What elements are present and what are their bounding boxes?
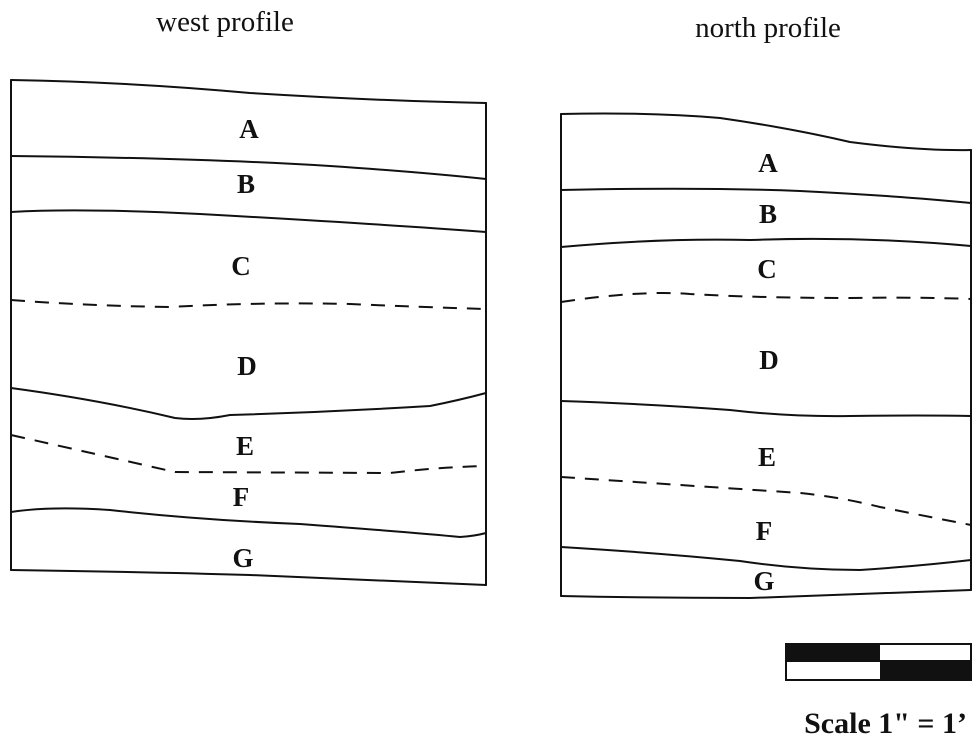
north-profile: north profile A B C D E F G xyxy=(560,12,972,599)
north-boundary-c-d xyxy=(560,292,972,303)
west-profile-title: west profile xyxy=(156,6,294,38)
west-boundary-d-e xyxy=(10,387,487,420)
north-profile-bottom-surface xyxy=(560,589,972,599)
west-profile-top-surface xyxy=(10,79,487,104)
north-boundary-b-c xyxy=(560,237,972,248)
north-layer-label-a: A xyxy=(758,148,778,178)
north-profile-top-surface xyxy=(560,112,972,152)
west-boundary-a-b xyxy=(10,155,487,180)
west-layer-label-c: C xyxy=(231,251,251,281)
north-layer-label-d: D xyxy=(759,345,779,375)
north-layer-label-b: B xyxy=(759,199,777,229)
west-layer-label-e: E xyxy=(236,431,254,461)
scale-bar-black-top-segment xyxy=(786,644,880,661)
west-layer-label-b: B xyxy=(237,169,255,199)
scale-bar: Scale 1" = 1’ xyxy=(785,643,972,740)
west-boundary-f-g xyxy=(10,507,487,538)
north-boundary-d-e xyxy=(560,400,972,418)
north-profile-title: north profile xyxy=(695,12,841,44)
west-profile-bottom-surface xyxy=(10,569,487,586)
scale-label: Scale 1" = 1’ xyxy=(804,707,967,740)
west-boundary-e-f xyxy=(10,434,487,475)
west-layer-label-a: A xyxy=(239,114,259,144)
west-layer-label-d: D xyxy=(237,351,257,381)
west-layer-label-f: F xyxy=(233,482,250,512)
north-layer-label-f: F xyxy=(756,516,773,546)
west-boundary-b-c xyxy=(10,209,487,233)
west-boundary-c-d xyxy=(10,299,487,310)
west-layer-label-g: G xyxy=(232,543,253,573)
north-layer-label-c: C xyxy=(757,254,777,284)
north-boundary-f-g xyxy=(560,546,972,571)
scale-bar-black-bottom-segment xyxy=(880,661,971,680)
north-layer-label-g: G xyxy=(753,566,774,596)
west-profile: west profile A B C D E F G xyxy=(10,6,487,586)
north-layer-label-e: E xyxy=(758,442,776,472)
north-boundary-a-b xyxy=(560,187,972,204)
